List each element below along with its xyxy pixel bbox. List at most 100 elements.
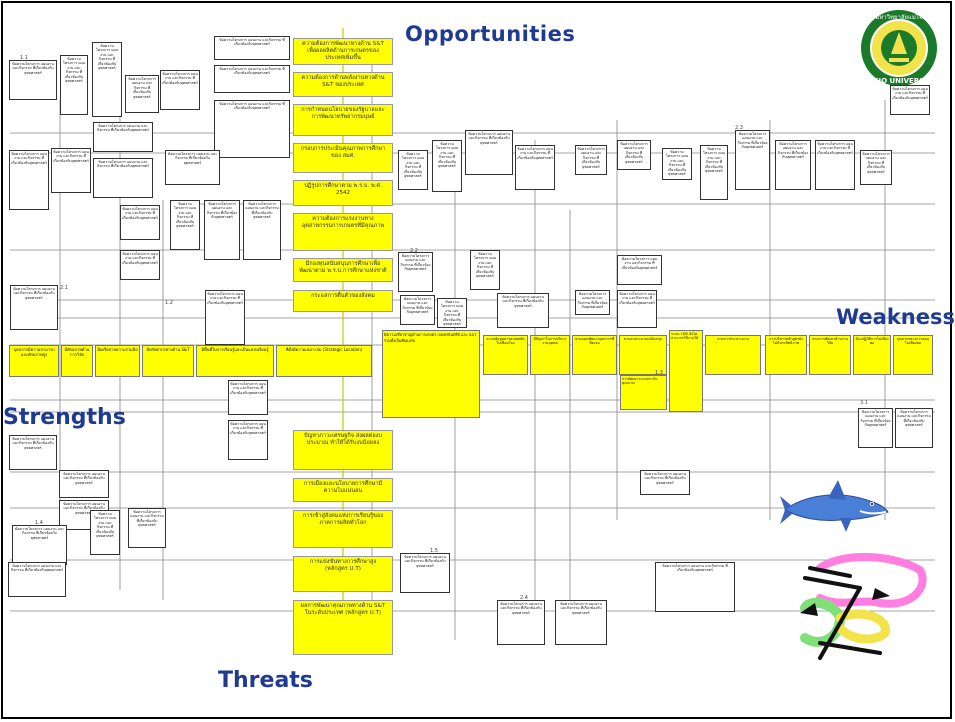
- detail-box: ข้อความโครงการ แผนงาน และกิจกรรม ที่เกี่…: [214, 100, 290, 158]
- detail-box: ข้อความโครงการ แผนงาน และกิจกรรม ที่เกี่…: [228, 380, 268, 415]
- strength-list-box: มีความเชี่ยวชาญด้านการเกษตร เกษตรอินทรีย…: [382, 330, 480, 418]
- detail-box: ข้อความโครงการ แผนงาน และกิจกรรม ที่เกี่…: [92, 42, 122, 117]
- detail-box: ข้อความโครงการ แผนงาน และกิจกรรม ที่เกี่…: [228, 420, 268, 460]
- weakness-box: ขาดแผนพัฒนาบุคลากรที่ชัดเจน: [572, 335, 617, 375]
- detail-box: ข้อความโครงการ แผนงาน และกิจกรรม ที่เกี่…: [858, 408, 893, 448]
- detail-box: ข้อความโครงการ แผนงาน และกิจกรรม ที่เกี่…: [700, 145, 728, 200]
- spine-item: ความต้องการด้านพลังงานทางด้าน S&T ของประ…: [293, 72, 393, 97]
- detail-box: ข้อความโครงการ แผนงาน และกิจกรรม ที่เกี่…: [9, 435, 57, 470]
- scribble-drawing: [800, 553, 927, 660]
- spine-item: การกำหนดนโยบายของรัฐบาลและการพัฒนาทรัพยา…: [293, 104, 393, 136]
- detail-box: ข้อความโครงการ แผนงาน และกิจกรรม ที่เกี่…: [465, 130, 513, 175]
- spine-item: การเข้าสู่สังคมแห่งการเรียนรู้ของภาคการผ…: [293, 510, 393, 548]
- detail-box: ข้อความโครงการ แผนงาน และกิจกรรม ที่เกี่…: [128, 508, 166, 548]
- weakness-box: การบริหารหลักสูตรยังไม่มีประสิทธิภาพ: [765, 335, 807, 375]
- spine-item: ผลการพัฒนาคุณภาพทางด้าน S&T ในระดับประเท…: [293, 600, 393, 655]
- ref-number: 1.1: [20, 55, 28, 61]
- detail-box: ข้อความโครงการ แผนงาน และกิจกรรม ที่เกี่…: [165, 150, 220, 185]
- detail-box: ข้อความโครงการ แผนงาน และกิจกรรม ที่เกี่…: [160, 70, 200, 110]
- strength-box: มีศักยภาพด้านการวิจัย: [61, 345, 93, 377]
- ref-number: 1.3: [655, 370, 663, 376]
- detail-box: ข้อความโครงการ แผนงาน และกิจกรรม ที่เกี่…: [497, 293, 549, 328]
- detail-box: ข้อความโครงการ แผนงาน และกิจกรรม ที่เกี่…: [617, 255, 662, 285]
- detail-box: ข้อความโครงการ แผนงาน และกิจกรรม ที่เกี่…: [815, 140, 855, 190]
- detail-box: ข้อความโครงการ แผนงาน และกิจกรรม ที่เกี่…: [93, 158, 153, 198]
- detail-box: ข้อความโครงการ แผนงาน และกิจกรรม ที่เกี่…: [575, 290, 610, 315]
- strength-box: มีทรัพยากรทางด้าน S&T: [142, 345, 194, 377]
- detail-box: ข้อความโครงการ แผนงาน และกิจกรรม ที่เกี่…: [515, 145, 555, 190]
- ref-number: 1.5: [430, 548, 438, 554]
- spine-item: มีกองทุนสนับสนุนการศึกษาเพื่อพัฒนาตาม พ.…: [293, 258, 393, 282]
- detail-box: ข้อความโครงการ แผนงาน และกิจกรรม ที่เกี่…: [860, 150, 892, 185]
- detail-box: ข้อความโครงการ แผนงาน และกิจกรรม ที่เกี่…: [51, 148, 91, 193]
- logo-top-text: มหาวิทยาลัยแม่โจ้: [875, 13, 922, 21]
- detail-box: ข้อความโครงการ แผนงาน และกิจกรรม ที่เกี่…: [400, 295, 435, 325]
- detail-box: ข้อความโครงการ แผนงาน และกิจกรรม ที่เกี่…: [432, 140, 462, 192]
- detail-box: ข้อความโครงการ แผนงาน และกิจกรรม ที่เกี่…: [775, 140, 811, 190]
- strength-box: บุคลากรมีความสามารถและศักยภาพสูง: [9, 345, 59, 377]
- ref-number: 2.4: [520, 595, 528, 601]
- spine-item: ปัญหาภาวะเศรษฐกิจ ส่งผลต่องบประมาณ ทำให้…: [293, 430, 393, 470]
- spine-item: การเมืองและนโยบายการศึกษามีความไม่แน่นอน: [293, 478, 393, 502]
- detail-box: ข้อความโครงการ แผนงาน และกิจกรรม ที่เกี่…: [59, 470, 109, 498]
- detail-box: ข้อความโครงการ แผนงาน และกิจกรรม ที่เกี่…: [617, 140, 651, 170]
- weakness-list-box: ระบบ LMS ยังไม่สามารถใช้งานได้: [669, 330, 703, 412]
- weakness-box: มีปัญหาในการบริหารงานบุคคล: [530, 335, 570, 375]
- detail-box: ข้อความโครงการ แผนงาน และกิจกรรม ที่เกี่…: [735, 130, 770, 190]
- strength-box: ที่ตั้งมีความเหมาะสม (Strategic Location…: [276, 345, 372, 377]
- detail-box: ข้อความโครงการ แผนงาน และกิจกรรม ที่เกี่…: [555, 600, 607, 645]
- ref-number: 3.1: [860, 400, 868, 406]
- detail-box: ข้อความโครงการ แผนงาน และกิจกรรม ที่เกี่…: [398, 252, 433, 292]
- weakness-box: ขาดงบประมาณสนับสนุน: [619, 335, 667, 375]
- spine-item: ความต้องการพัฒนาทางด้าน S&T เพื่อผลผลิตด…: [293, 38, 393, 65]
- detail-box: ข้อความโครงการ แผนงาน และกิจกรรม ที่เกี่…: [90, 510, 120, 555]
- spine-item: กระแสการตื่นตัวของสังคม: [293, 290, 393, 312]
- detail-box: ข้อความโครงการ แผนงาน และกิจกรรม ที่เกี่…: [8, 562, 66, 597]
- detail-box: ข้อความโครงการ แผนงาน และกิจกรรม ที่เกี่…: [895, 408, 933, 448]
- weakness-box: ระบบข้อมูลสารสนเทศยังไม่เชื่อมโยง: [483, 335, 528, 375]
- logo-bottom-text: MAEJO UNIVERSITY: [861, 77, 937, 85]
- detail-box: ข้อความโครงการ แผนงาน และกิจกรรม ที่เกี่…: [437, 298, 467, 328]
- weakness-box: ขาดการพัฒนาด้านงานวิจัย: [809, 335, 851, 375]
- strengths-title: Strengths: [3, 405, 126, 430]
- spine-item: การแข่งขันทางการศึกษาสูง (หลักสูตร U.T): [293, 556, 393, 592]
- ref-number: 1.4: [35, 520, 43, 526]
- detail-box: ข้อความโครงการ แผนงาน และกิจกรรม ที่เกี่…: [470, 250, 500, 290]
- weakness-box: ขาดการประสานงาน: [705, 335, 761, 375]
- detail-box: ข้อความโครงการ แผนงาน และกิจกรรม ที่เกี่…: [170, 200, 200, 250]
- ref-number: 1.2: [165, 300, 173, 306]
- strength-box: มีพื้นที่ในการเรียนรู้และเป็นแหล่งเรียนร…: [196, 345, 274, 377]
- ref-number: 2.3: [735, 125, 743, 131]
- detail-box: ข้อความโครงการ แผนงาน และกิจกรรม ที่เกี่…: [60, 55, 88, 115]
- detail-box: ข้อความโครงการ แผนงาน และกิจกรรม ที่เกี่…: [890, 85, 930, 115]
- detail-box: ข้อความโครงการ แผนงาน และกิจกรรม ที่เกี่…: [93, 122, 153, 152]
- spine-item: กรอบการประเมินคุณภาพการศึกษาของ สมศ.: [293, 143, 393, 173]
- ref-number: 2.2: [410, 248, 418, 254]
- detail-box: ข้อความโครงการ แผนงาน และกิจกรรม ที่เกี่…: [640, 470, 690, 495]
- ref-number: 2.1: [60, 285, 68, 291]
- opportunities-title: Opportunities: [405, 22, 576, 46]
- detail-box: ข้อความโครงการ แผนงาน และกิจกรรม ที่เกี่…: [10, 285, 58, 330]
- detail-box: ข้อความโครงการ แผนงาน และกิจกรรม ที่เกี่…: [398, 150, 428, 190]
- detail-box: ข้อความโครงการ แผนงาน และกิจกรรม ที่เกี่…: [125, 75, 159, 113]
- detail-box: ข้อความโครงการ แผนงาน และกิจกรรม ที่เกี่…: [214, 36, 290, 60]
- detail-box: ข้อความโครงการ แผนงาน และกิจกรรม ที่เกี่…: [12, 525, 67, 565]
- detail-box: ข้อความโครงการ แผนงาน และกิจกรรม ที่เกี่…: [120, 250, 160, 280]
- spine-item: ปฏิรูปการศึกษาตาม พ.ร.บ. พ.ศ. 2542: [293, 180, 393, 206]
- threats-title: Threats: [218, 668, 313, 693]
- weakness-box: บุคลากรทางการสอนไม่เพียงพอ: [893, 335, 933, 375]
- shark-illustration: [780, 480, 889, 532]
- detail-box: ข้อความโครงการ แผนงาน และกิจกรรม ที่เกี่…: [575, 145, 607, 175]
- detail-box: ข้อความโครงการ แผนงาน และกิจกรรม ที่เกี่…: [9, 60, 57, 100]
- spine-item: ความต้องการแรงงานทางอุตสาหกรรมการเกษตรที…: [293, 213, 393, 251]
- detail-box: ข้อความโครงการ แผนงาน และกิจกรรม ที่เกี่…: [9, 150, 49, 210]
- detail-box: ข้อความโครงการ แผนงาน และกิจกรรม ที่เกี่…: [204, 200, 240, 260]
- strength-box: มีเครือข่ายความร่วมมือ: [95, 345, 140, 377]
- detail-box: ข้อความโครงการ แผนงาน และกิจกรรม ที่เกี่…: [205, 290, 245, 345]
- weaknesses-title: Weaknesses: [836, 305, 955, 329]
- detail-box: ข้อความโครงการ แผนงาน และกิจกรรม ที่เกี่…: [243, 200, 281, 260]
- detail-box: ข้อความโครงการ แผนงาน และกิจกรรม ที่เกี่…: [497, 600, 545, 645]
- detail-box: ข้อความโครงการ แผนงาน และกิจกรรม ที่เกี่…: [662, 148, 692, 180]
- detail-box: ข้อความโครงการ แผนงาน และกิจกรรม ที่เกี่…: [214, 65, 290, 93]
- detail-box: ข้อความโครงการ แผนงาน และกิจกรรม ที่เกี่…: [120, 205, 160, 240]
